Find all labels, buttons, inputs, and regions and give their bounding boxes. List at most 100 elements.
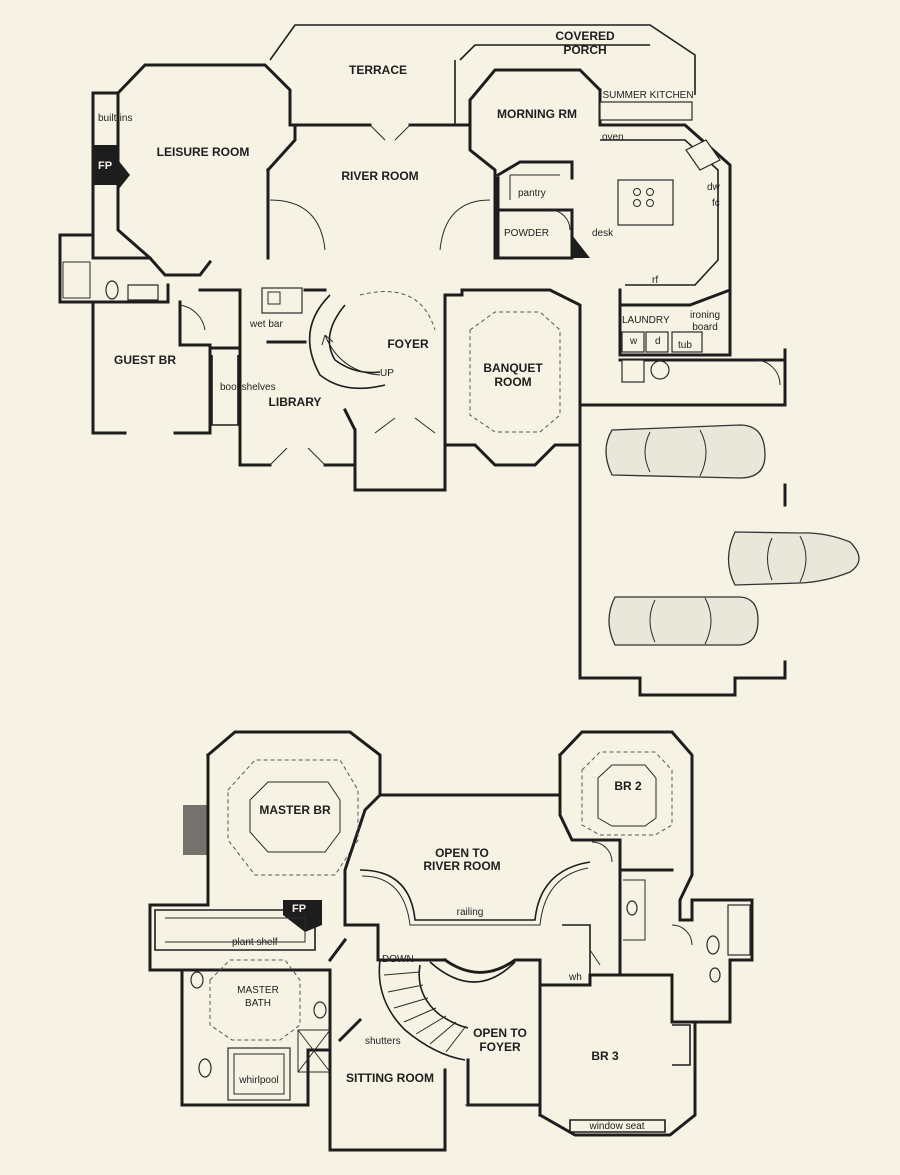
pantry-shelf	[509, 174, 560, 200]
railing	[359, 861, 591, 921]
river-room-walls	[265, 123, 497, 260]
powder-label: POWDER	[504, 228, 549, 239]
second-floor-plan: MASTER BR BR 2 OPEN TO RIVER ROOM railin…	[148, 730, 754, 1152]
br2-ceiling-inner	[597, 764, 657, 827]
fireplace-label: FP	[98, 160, 112, 172]
open-foyer-railing	[429, 961, 516, 983]
guest-br-walls	[58, 233, 242, 435]
master-br-ceiling-inner	[249, 781, 341, 853]
mechanical-unit	[621, 359, 645, 383]
br3-walls	[537, 973, 697, 1137]
dryer-label: d	[655, 336, 661, 347]
br2-ceiling	[581, 751, 673, 836]
leisure-room-label: LEISURE ROOM	[157, 145, 250, 159]
foyer-label: FOYER	[387, 337, 429, 351]
wh-label: wh	[568, 972, 582, 983]
plant-shelf-inner	[165, 917, 306, 943]
cooktop-burner	[646, 188, 654, 196]
bath-counter	[623, 879, 646, 941]
covered-porch-label-2: PORCH	[563, 43, 606, 57]
sink-right	[313, 1001, 327, 1019]
master-br-ceiling	[227, 759, 359, 876]
stair-inner	[418, 964, 469, 1029]
car-3	[608, 596, 759, 646]
laundry-tub	[671, 331, 703, 353]
stair-outer	[378, 959, 466, 1061]
terrace-outline	[269, 24, 696, 95]
toilet	[105, 280, 119, 300]
toilet	[706, 935, 720, 955]
fc-label: fc	[712, 198, 720, 209]
open-river-label: OPEN TO	[435, 846, 489, 860]
wet-bar-sink	[267, 291, 281, 305]
laundry-label: LAUNDRY	[622, 315, 670, 326]
sitting-room-label: SITTING ROOM	[346, 1071, 434, 1085]
fireplace-label: FP	[292, 903, 306, 915]
sink	[709, 967, 721, 983]
laundry-walls	[618, 288, 732, 357]
up-label: UP	[380, 368, 394, 379]
master-bath-label-2: BATH	[245, 998, 271, 1009]
kitchen-sink	[685, 139, 721, 171]
master-bath-label: MASTER	[237, 985, 279, 996]
fireplace	[93, 145, 118, 185]
plant-shelf-label: plant shelf	[232, 937, 278, 948]
tub-label: tub	[678, 340, 692, 351]
sink-left	[190, 971, 204, 989]
bookshelves	[211, 355, 239, 426]
window-seat-label: window seat	[588, 1121, 644, 1132]
rf-label: rf	[652, 275, 658, 286]
covered-porch-label: COVERED	[555, 29, 615, 43]
open-river-balcony	[361, 867, 589, 926]
foyer-walls	[303, 288, 464, 492]
banquet-label-2: ROOM	[494, 375, 531, 389]
br2-label: BR 2	[614, 779, 642, 793]
ironing-label: ironing	[690, 310, 720, 321]
br2-door	[591, 841, 613, 863]
pantry-walls	[495, 160, 574, 260]
river-room-arches	[269, 199, 491, 251]
garage-door	[754, 359, 781, 386]
library-label: LIBRARY	[269, 395, 322, 409]
first-floor-plan: COVERED PORCH TERRACE LEISURE ROOM RIVER…	[58, 24, 860, 697]
bookshelves-label: bookshelves	[220, 382, 276, 393]
shutters-label: shutters	[365, 1036, 401, 1047]
linen-door	[589, 949, 601, 966]
dw-label: dw	[707, 182, 721, 193]
summer-kitchen-label: SUMMER KITCHEN	[602, 90, 693, 101]
terrace-label: TERRACE	[349, 63, 407, 77]
powder-door	[549, 209, 571, 231]
library-doors	[269, 447, 326, 466]
garage-walls	[578, 348, 787, 697]
br3-label: BR 3	[591, 1049, 619, 1063]
master-br-exterior-feature	[183, 805, 208, 855]
toilet	[198, 1058, 212, 1078]
curved-stair-outer	[308, 294, 386, 390]
master-br-label: MASTER BR	[259, 803, 331, 817]
whirlpool-label: whirlpool	[238, 1075, 278, 1086]
fireplace	[283, 900, 322, 932]
banquet-room-walls	[443, 288, 582, 467]
stair-treads	[383, 971, 467, 1053]
tub	[727, 904, 751, 956]
car-2	[727, 531, 860, 586]
guest-door	[179, 304, 206, 331]
washer	[621, 331, 645, 353]
foyer-door	[374, 417, 436, 434]
river-room-doors	[369, 124, 411, 141]
plant-shelf	[154, 909, 316, 951]
bath-door	[671, 924, 693, 946]
open-river-label-2: RIVER ROOM	[423, 859, 500, 873]
foyer-arc	[359, 291, 436, 331]
built-ins-label: built-ins	[98, 113, 132, 124]
leisure-room-walls-b	[116, 91, 153, 261]
desk-label: desk	[592, 228, 614, 239]
oven-label: oven	[602, 132, 624, 143]
washer-label: w	[629, 336, 638, 347]
pantry-label: pantry	[518, 188, 546, 199]
bath-fixtures	[127, 284, 159, 301]
desk	[572, 235, 590, 258]
br2-walls	[557, 730, 694, 922]
whirlpool-inner	[233, 1053, 285, 1095]
